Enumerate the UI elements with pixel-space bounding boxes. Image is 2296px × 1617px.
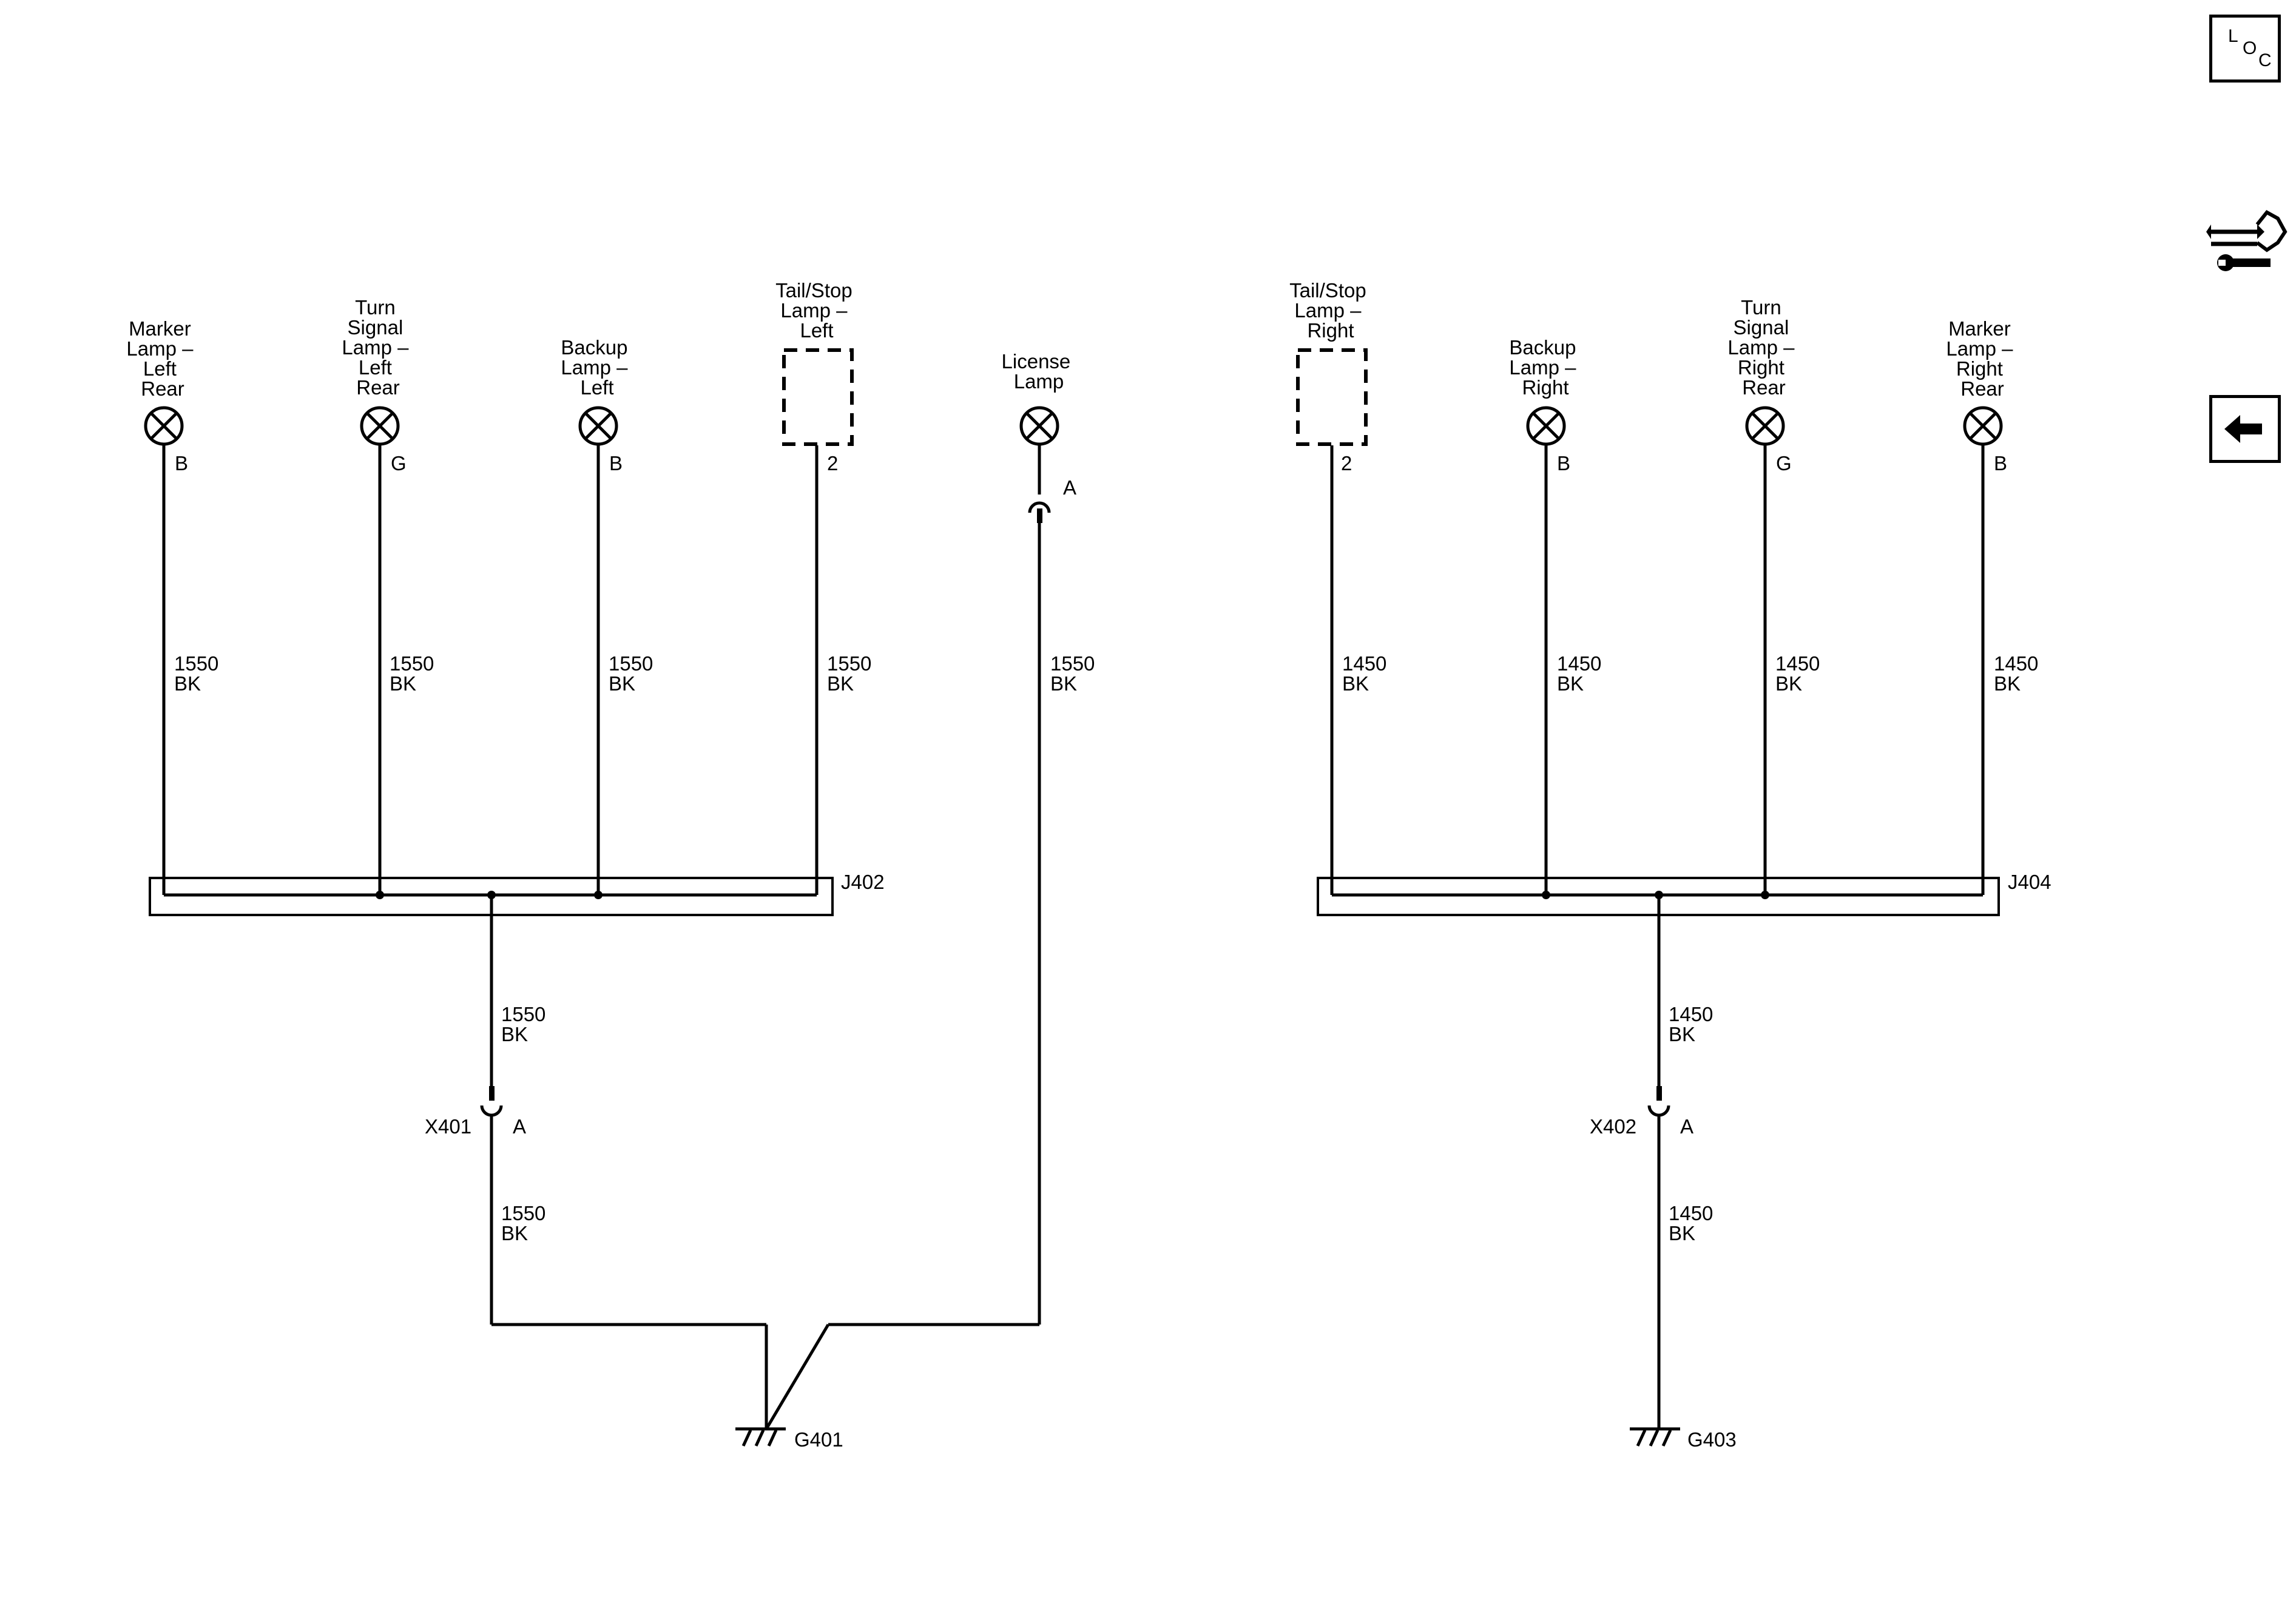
left-branch-wires (162, 444, 819, 895)
svg-text:BK: BK (1342, 672, 1369, 695)
svg-text:1450: 1450 (1669, 1202, 1713, 1224)
svg-text:BK: BK (1669, 1222, 1695, 1244)
svg-text:BK: BK (1557, 672, 1584, 695)
ground-left-label: G401 (794, 1428, 843, 1451)
splice-right-label: J404 (2008, 871, 2051, 893)
svg-text:1550: 1550 (174, 652, 218, 675)
svg-text:BK: BK (390, 672, 416, 695)
lamp-symbol-backup-right (1526, 406, 1566, 446)
svg-text:BK: BK (1050, 672, 1077, 695)
pin-backup-left: B (609, 452, 623, 474)
tailstop-left-box (782, 348, 854, 446)
loc-button[interactable]: L O C (2209, 15, 2281, 83)
connector-x401-pin: A (513, 1115, 526, 1138)
loc-letter-l: L (2228, 26, 2238, 46)
svg-text:1450: 1450 (1994, 652, 2038, 675)
left-trunk-wire (480, 895, 1039, 1430)
license-wire (1028, 444, 1051, 1325)
marker-right-label: Marker Lamp – Right Rear (1946, 317, 2018, 400)
pin-license: A (1063, 476, 1076, 499)
pin-turn-right: G (1776, 452, 1792, 474)
svg-text:BK: BK (609, 672, 635, 695)
backup-right-label: Backup Lamp – Right (1509, 336, 1581, 399)
lamp-symbol-turn-right (1745, 406, 1785, 446)
pin-backup-right: B (1557, 452, 1570, 474)
lamp-symbol-marker-right (1963, 406, 2003, 446)
pin-tailstop-left: 2 (827, 452, 838, 474)
svg-text:1550: 1550 (609, 652, 653, 675)
tailstop-left-label: Tail/Stop Lamp – Left (775, 279, 858, 342)
backup-left-label: Backup Lamp – Left (561, 336, 633, 399)
ground-symbol-right (1630, 1427, 1680, 1447)
license-label: License Lamp (1002, 350, 1076, 393)
connector-x401-label: X401 (425, 1115, 471, 1138)
lamp-symbol-license (1019, 406, 1059, 446)
svg-text:BK: BK (1775, 672, 1802, 695)
turn-right-label: Turn Signal Lamp – Right Rear (1727, 296, 1800, 399)
svg-text:1550: 1550 (501, 1003, 545, 1025)
svg-text:BK: BK (827, 672, 854, 695)
ground-right-label: G403 (1687, 1428, 1737, 1451)
svg-text:BK: BK (501, 1222, 528, 1244)
svg-text:1550: 1550 (1050, 652, 1095, 675)
back-arrow-icon (2224, 415, 2262, 443)
svg-text:1450: 1450 (1342, 652, 1386, 675)
svg-text:1450: 1450 (1557, 652, 1601, 675)
right-branch-wires (1330, 444, 1985, 895)
tailstop-right-label: Tail/Stop Lamp – Right (1289, 279, 1372, 342)
svg-text:1450: 1450 (1669, 1003, 1713, 1025)
connector-x402-label: X402 (1590, 1115, 1636, 1138)
svg-text:BK: BK (1669, 1023, 1695, 1045)
back-button[interactable] (2209, 395, 2281, 463)
svg-text:1450: 1450 (1775, 652, 1820, 675)
pin-tailstop-right: 2 (1341, 452, 1352, 474)
svg-text:1550: 1550 (827, 652, 871, 675)
connector-wrench-icon[interactable] (2206, 200, 2291, 285)
pin-turn-left: G (391, 452, 407, 474)
lamp-symbol-marker-left (144, 406, 184, 446)
turn-left-label: Turn Signal Lamp – Left Rear (342, 296, 414, 399)
connector-x402-pin: A (1680, 1115, 1693, 1138)
tailstop-right-box (1296, 348, 1368, 446)
pin-marker-left: B (175, 452, 188, 474)
lamp-symbol-backup-left (578, 406, 618, 446)
ground-symbol-left (735, 1427, 786, 1447)
svg-text:1550: 1550 (390, 652, 434, 675)
svg-text:1550: 1550 (501, 1202, 545, 1224)
pin-marker-right: B (1994, 452, 2007, 474)
loc-letter-c: C (2258, 50, 2272, 70)
splice-left-label: J402 (841, 871, 885, 893)
svg-text:BK: BK (174, 672, 201, 695)
lamp-symbol-turn-left (360, 406, 400, 446)
right-trunk-wire (1647, 895, 1670, 1429)
loc-letter-o: O (2243, 38, 2257, 58)
svg-text:BK: BK (501, 1023, 528, 1045)
svg-text:BK: BK (1994, 672, 2021, 695)
marker-left-label: Marker Lamp – Left Rear (126, 317, 198, 400)
